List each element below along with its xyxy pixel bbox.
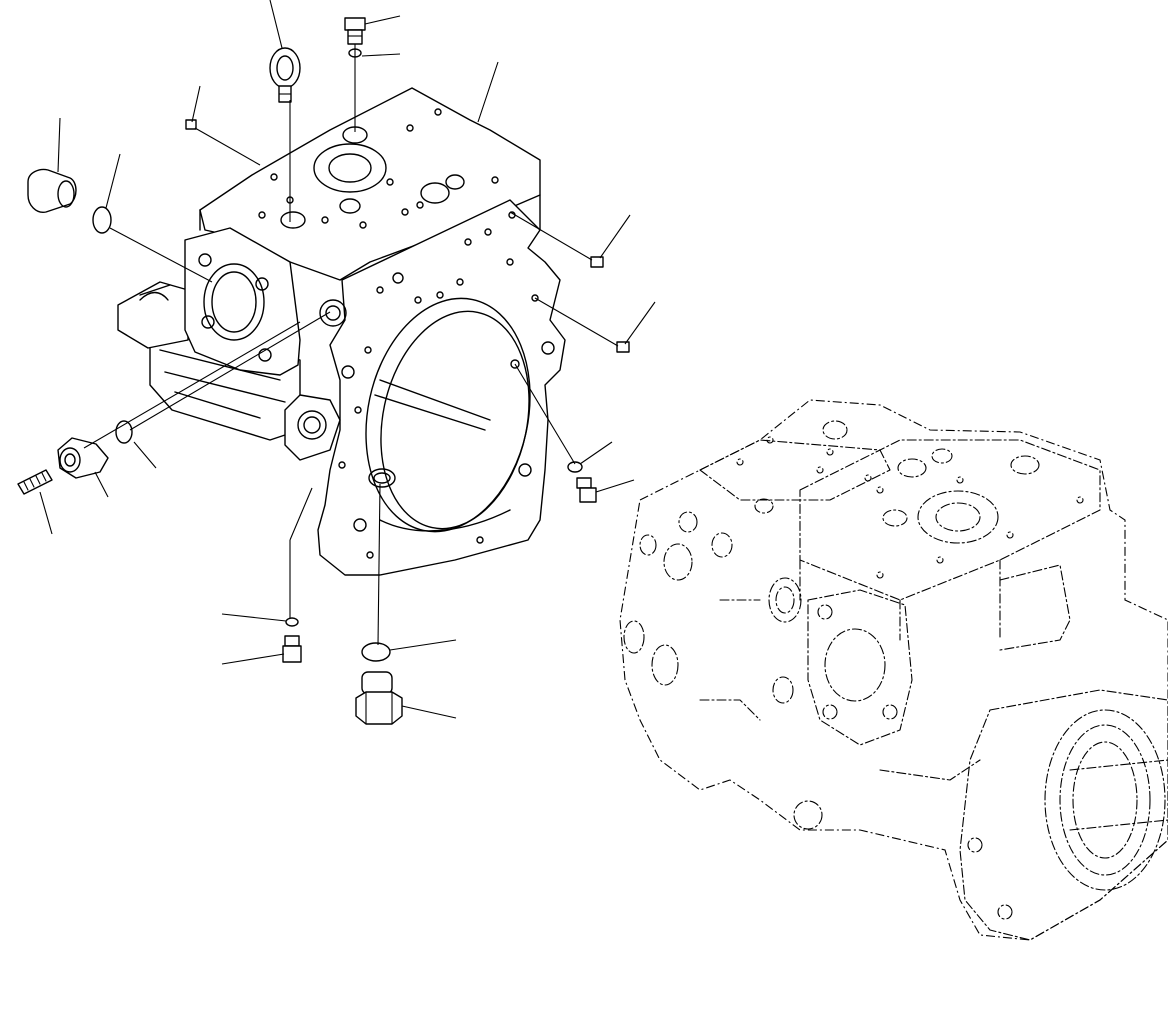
o-ring-bottom-small [285, 617, 299, 627]
plug-top [344, 17, 366, 45]
drain-plug [355, 671, 403, 725]
plug-right-2 [616, 341, 630, 353]
o-ring-left [92, 206, 112, 234]
small-plug-top [185, 119, 197, 130]
plug-right-3 [576, 477, 597, 503]
pump-assembly-reference [619, 399, 1168, 941]
union-fitting [57, 437, 109, 479]
assembly-lines [83, 44, 619, 646]
plug-right-1 [590, 256, 604, 268]
eye-bolt [269, 47, 301, 103]
pump-case [117, 87, 566, 576]
plug-bottom-small [282, 635, 302, 663]
o-ring-right [567, 461, 583, 473]
cap-plug-left [27, 168, 77, 213]
label-leaders [39, 0, 656, 719]
breather-plug [17, 469, 53, 495]
o-ring-bottom [361, 642, 391, 662]
